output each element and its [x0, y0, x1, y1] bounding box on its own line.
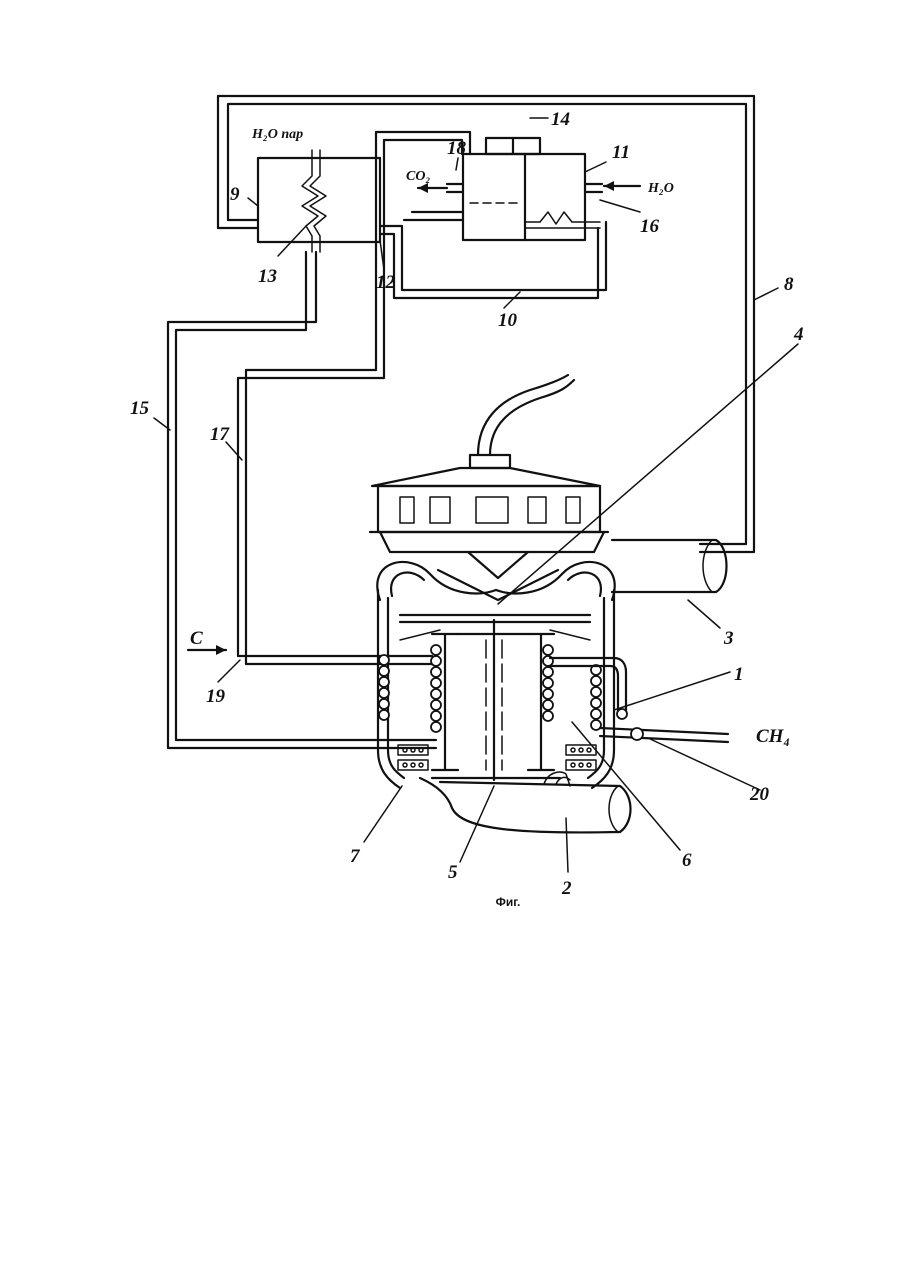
label-5: 5	[448, 862, 458, 883]
label-20: 20	[749, 784, 770, 805]
reactor-body	[378, 590, 614, 788]
coil-13	[302, 150, 318, 252]
pipe-10	[380, 212, 606, 298]
label-h2o-steam: H₂O пар	[251, 127, 303, 142]
pipe-8	[218, 96, 754, 552]
label-co2: CO₂	[406, 169, 430, 184]
label-14: 14	[551, 109, 570, 130]
arrow-co2-out	[418, 183, 447, 193]
nozzle-block-7	[398, 745, 596, 770]
label-3: 3	[723, 628, 734, 649]
label-carbon: C	[190, 628, 203, 649]
arrow-h2o-in	[604, 181, 640, 191]
label-8: 8	[784, 274, 794, 295]
torus	[377, 562, 614, 600]
separator-11	[463, 154, 600, 240]
label-16: 16	[640, 216, 660, 237]
pipe-15	[168, 252, 436, 748]
label-9: 9	[230, 184, 240, 205]
pipe-20	[600, 728, 728, 742]
label-4: 4	[793, 324, 804, 345]
label-2: 2	[561, 878, 572, 899]
label-17: 17	[210, 424, 231, 445]
label-ch4: CH₄	[756, 726, 790, 747]
label-15: 15	[130, 398, 150, 419]
label-6: 6	[682, 850, 692, 871]
pipe-2	[420, 772, 631, 832]
pipe-3	[612, 540, 727, 592]
chamber-4	[400, 620, 590, 780]
label-18: 18	[447, 138, 467, 159]
label-7: 7	[350, 846, 361, 867]
label-10: 10	[498, 310, 518, 331]
label-11: 11	[612, 142, 630, 163]
label-1: 1	[734, 664, 744, 685]
label-13: 13	[258, 266, 277, 287]
label-h2o: H₂O	[647, 181, 674, 196]
reactor-head	[370, 455, 608, 532]
figure-caption: Фиг.	[496, 895, 521, 909]
label-19: 19	[206, 686, 226, 707]
label-12: 12	[376, 272, 396, 293]
leader-lines	[154, 118, 798, 872]
